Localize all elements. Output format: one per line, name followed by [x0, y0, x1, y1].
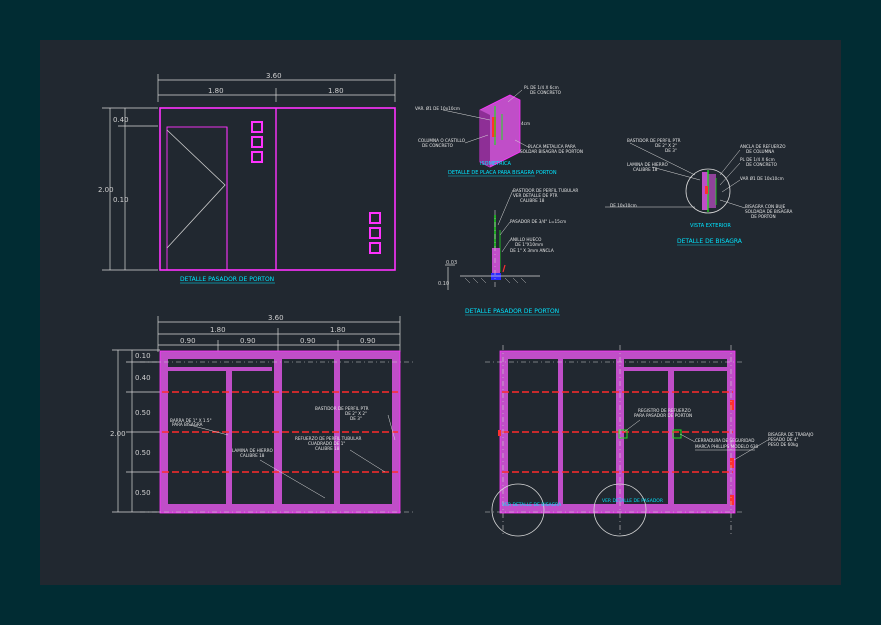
svg-text:DE 3": DE 3" — [665, 148, 677, 153]
svg-text:DE 2" X 2": DE 2" X 2" — [655, 143, 677, 148]
svg-text:DE PORTON: DE PORTON — [751, 214, 776, 219]
dim-top-total: 3.60 — [266, 72, 282, 80]
svg-text:0.90: 0.90 — [180, 337, 196, 345]
svg-text:CALIBRE 18: CALIBRE 18 — [315, 446, 340, 451]
svg-text:PARA PASADOR DE PORTON: PARA PASADOR DE PORTON — [634, 413, 692, 418]
svg-text:0.10: 0.10 — [438, 281, 449, 287]
callout-pin: VER DETALLE DE PASADOR — [602, 498, 663, 504]
svg-text:COLUMNA O CASTILLO: COLUMNA O CASTILLO — [418, 138, 466, 143]
svg-text:CERRADURA DE SEGURIDAD: CERRADURA DE SEGURIDAD — [695, 438, 755, 443]
svg-text:REGISTRO DE REFUERZO: REGISTRO DE REFUERZO — [638, 408, 691, 413]
svg-text:0.10: 0.10 — [135, 352, 151, 360]
svg-text:VISTA EXTERIOR: VISTA EXTERIOR — [690, 223, 731, 229]
svg-text:DE CONCRETO: DE CONCRETO — [530, 90, 562, 95]
svg-text:PARA BISAGRA: PARA BISAGRA — [172, 422, 203, 427]
svg-text:0.90: 0.90 — [240, 337, 256, 345]
svg-text:DE 1"X10mm: DE 1"X10mm — [515, 242, 543, 247]
svg-text:MARCA PHILLIPS MODELO 630: MARCA PHILLIPS MODELO 630 — [695, 444, 759, 449]
svg-text:PASADOR DE 3/4" L=15cm: PASADOR DE 3/4" L=15cm — [510, 219, 566, 224]
svg-text:PL DE 1/4 X 6cm: PL DE 1/4 X 6cm — [524, 85, 559, 90]
svg-text:CALIBRE 18: CALIBRE 18 — [633, 167, 658, 172]
svg-text:REFUERZO DE PERFIL TUBULAR: REFUERZO DE PERFIL TUBULAR — [295, 436, 362, 441]
svg-text:4cm: 4cm — [521, 121, 530, 126]
svg-text:BARRA DE 1" X 1.5": BARRA DE 1" X 1.5" — [170, 418, 212, 423]
svg-text:ANCLA DE REFUERZO: ANCLA DE REFUERZO — [740, 144, 786, 149]
plate-detail: PL DE 1/4 X 6cm DE CONCRETO VAR. Ø1 DE 1… — [415, 85, 583, 177]
svg-text:DE 2" X 2": DE 2" X 2" — [345, 411, 367, 416]
svg-text:LAMINA DE HIERRO: LAMINA DE HIERRO — [627, 162, 669, 167]
title-plate-detail: DETALLE DE PLACA PARA BISAGRA PORTON — [448, 170, 557, 176]
svg-text:BASTIDOR DE PERFIL TUBULAR: BASTIDOR DE PERFIL TUBULAR — [513, 188, 578, 193]
svg-text:CALIBRE 18: CALIBRE 18 — [520, 198, 545, 203]
dim-left-sub: 0.10 — [113, 196, 129, 204]
svg-text:BASTIDOR DE PERFIL PTR: BASTIDOR DE PERFIL PTR — [627, 138, 681, 143]
svg-text:1.80: 1.80 — [330, 326, 346, 334]
svg-text:DE CONCRETO: DE CONCRETO — [746, 162, 778, 167]
callout-hinge: VER DETALLE DE BISAGRA — [502, 502, 562, 508]
svg-text:CUADRADO DE 1": CUADRADO DE 1" — [308, 441, 345, 446]
dim-top-half-2: 1.80 — [328, 87, 344, 95]
svg-text:0.90: 0.90 — [360, 337, 376, 345]
svg-text:2.00: 2.00 — [110, 430, 126, 438]
svg-text:DE 3": DE 3" — [350, 416, 362, 421]
svg-text:0.50: 0.50 — [135, 409, 151, 417]
svg-text:VAR Ø1 DE 10x10cm: VAR Ø1 DE 10x10cm — [740, 176, 784, 181]
elevation-right: VER DETALLE DE BISAGRA VER DETALLE DE PA… — [485, 345, 814, 537]
dim-left-total: 2.00 — [98, 186, 114, 194]
title-top-left: DETALLE PASADOR DE PORTON — [180, 276, 274, 283]
svg-text:0.40: 0.40 — [135, 374, 151, 382]
title-pin-detail: DETALLE PASADOR DE PORTON — [465, 308, 559, 315]
dim-top-half-1: 1.80 — [208, 87, 224, 95]
svg-text:PESADO DE 4": PESADO DE 4" — [768, 437, 798, 442]
svg-text:0.50: 0.50 — [135, 449, 151, 457]
svg-text:CALIBRE 18: CALIBRE 18 — [240, 453, 265, 458]
svg-text:LAMINA DE HIERRO: LAMINA DE HIERRO — [232, 448, 274, 453]
hinge-detail: BASTIDOR DE PERFIL PTR DE 2" X 2" DE 3" … — [627, 138, 792, 246]
svg-text:BASTIDOR DE PERFIL PTR: BASTIDOR DE PERFIL PTR — [315, 406, 369, 411]
svg-text:0.50: 0.50 — [135, 489, 151, 497]
svg-text:ANILLO HUECO: ANILLO HUECO — [510, 237, 542, 242]
top-left-gate: 3.60 1.80 1.80 0.40 2.00 0.10 DETALLE PA… — [98, 72, 396, 284]
gate-outline — [159, 107, 396, 271]
svg-text:BISAGRA CON BUJE: BISAGRA CON BUJE — [745, 204, 786, 209]
drawing-viewport[interactable]: 3.60 1.80 1.80 0.40 2.00 0.10 DETALLE PA… — [40, 40, 841, 585]
svg-text:BISAGRA DE TRABAJO: BISAGRA DE TRABAJO — [768, 432, 814, 437]
svg-text:DE COLUMNA: DE COLUMNA — [746, 149, 774, 154]
dim-left-top: 0.40 — [113, 116, 129, 124]
svg-text:PL DE 1/4 X 6cm: PL DE 1/4 X 6cm — [740, 157, 775, 162]
svg-text:PLACA METALICA PARA: PLACA METALICA PARA — [528, 144, 576, 149]
svg-text:VAR. Ø1 DE 10x10cm: VAR. Ø1 DE 10x10cm — [415, 106, 460, 111]
elevation-left: 3.60 1.80 1.80 0.90 0.90 0.90 0.90 0.10 … — [110, 314, 415, 514]
cad-drawing: 3.60 1.80 1.80 0.40 2.00 0.10 DETALLE PA… — [98, 72, 814, 537]
svg-text:3.60: 3.60 — [268, 314, 284, 322]
svg-text:VER DETALLE DE PTR: VER DETALLE DE PTR — [513, 193, 558, 198]
svg-text:PESO DE 60kg: PESO DE 60kg — [768, 442, 798, 447]
svg-text:DE CONCRETO: DE CONCRETO — [422, 143, 454, 148]
svg-text:SOLDAR BISAGRA DE PORTON: SOLDAR BISAGRA DE PORTON — [520, 149, 583, 154]
svg-text:1.80: 1.80 — [210, 326, 226, 334]
svg-text:DE 1" X 3mm ANCLA: DE 1" X 3mm ANCLA — [510, 248, 554, 253]
svg-text:0.03: 0.03 — [446, 260, 457, 266]
svg-text:ISOMETRICA: ISOMETRICA — [480, 161, 512, 167]
door-leaf — [166, 126, 228, 271]
svg-text:0.90: 0.90 — [300, 337, 316, 345]
title-hinge-detail: DETALLE DE BISAGRA — [677, 238, 743, 245]
svg-text:DE 10x10cm: DE 10x10cm — [610, 203, 637, 208]
pin-detail: BASTIDOR DE PERFIL TUBULAR VER DETALLE D… — [438, 188, 695, 316]
svg-text:SOLDADA DE BISAGRA: SOLDADA DE BISAGRA — [745, 209, 792, 214]
